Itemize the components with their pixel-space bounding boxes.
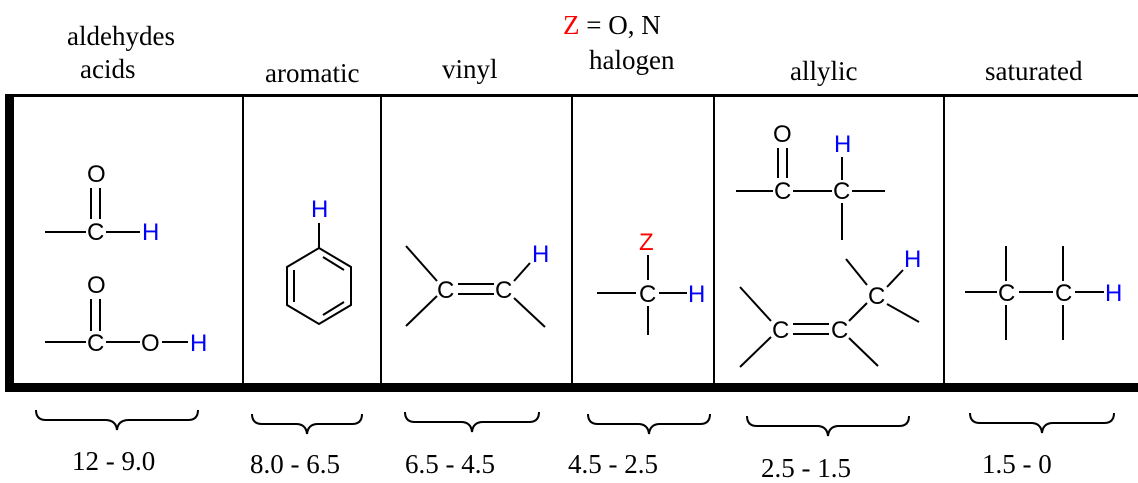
vinyl-bond-ll xyxy=(405,295,438,327)
column-headers: aldehydes acids aromatic vinyl Z = O, N … xyxy=(67,10,1083,88)
allylic-h-atom-2: H xyxy=(904,246,921,273)
shift-ranges: 12 - 9.0 8.0 - 6.5 6.5 - 4.5 4.5 - 2.5 2… xyxy=(72,446,1052,483)
brace-aldehydes-acids xyxy=(35,409,199,431)
allylic-o-atom: O xyxy=(773,121,792,148)
allylic-c-atom-1: C xyxy=(774,178,791,205)
brace-halogen xyxy=(587,413,711,435)
shift-table xyxy=(5,94,1138,392)
allylic-c-atom-2: C xyxy=(833,178,850,205)
aromatic-h-atom: H xyxy=(311,196,328,223)
left-thick-edge xyxy=(5,94,14,392)
aldehyde-structure: O C H xyxy=(45,161,159,246)
allylic-c5-upleft-bond xyxy=(845,258,868,286)
brace-vinyl xyxy=(404,411,540,433)
allylic-c-atom-3: C xyxy=(772,317,789,344)
range-allylic: 2.5 - 1.5 xyxy=(761,453,851,483)
header-halogen: halogen xyxy=(589,45,675,75)
brace-allylic xyxy=(746,415,910,437)
header-aromatic: aromatic xyxy=(265,58,359,88)
aldehyde-o-atom: O xyxy=(87,161,106,188)
range-aromatic: 8.0 - 6.5 xyxy=(250,449,340,479)
allylic-alkene-bond-ll xyxy=(739,336,772,368)
braces xyxy=(35,409,1115,437)
vinyl-bond-ul xyxy=(405,245,438,282)
saturated-h-atom: H xyxy=(1105,280,1122,307)
acid-o-atom: O xyxy=(141,330,160,357)
acid-structure: O C O H xyxy=(45,272,207,357)
acid-c-atom: C xyxy=(87,330,104,357)
header-allylic: allylic xyxy=(790,56,857,86)
halogen-c-atom: C xyxy=(639,281,656,308)
vinyl-h-atom: H xyxy=(532,241,549,268)
range-saturated: 1.5 - 0 xyxy=(982,449,1052,479)
allylic-carbonyl-structure: O C C H xyxy=(736,121,885,240)
header-saturated: saturated xyxy=(985,56,1083,86)
vinyl-structure: C C H xyxy=(405,241,549,328)
saturated-c-atom-2: C xyxy=(1055,280,1072,307)
benzene-inner-bond-2 xyxy=(322,301,345,316)
allylic-alkene-structure: C C C H xyxy=(739,246,921,368)
allylic-c5-right-bond xyxy=(886,303,920,323)
benzene-structure: H xyxy=(286,196,352,326)
allylic-bond-lr xyxy=(848,337,879,367)
halogen-h-atom: H xyxy=(688,281,705,308)
allylic-h-atom-1: H xyxy=(834,131,851,158)
halogen-z-atom: Z xyxy=(639,229,654,256)
halogen-structure: Z C H xyxy=(597,229,705,335)
range-halogen: 4.5 - 2.5 xyxy=(568,449,658,479)
vinyl-c-atom-1: C xyxy=(437,277,454,304)
header-vinyl: vinyl xyxy=(442,54,498,84)
aldehyde-c-atom: C xyxy=(87,219,104,246)
benzene-inner-bond-1 xyxy=(322,256,345,271)
header-acids: acids xyxy=(80,54,135,84)
vinyl-ch-bond xyxy=(513,262,531,282)
allylic-ch-bond-2 xyxy=(886,269,904,288)
allylic-c-atom-5: C xyxy=(868,283,885,310)
brace-aromatic xyxy=(251,413,363,435)
allylic-cc-up-bond xyxy=(848,302,868,322)
vinyl-c-atom-2: C xyxy=(495,277,512,304)
acid-h-atom: H xyxy=(190,330,207,357)
acid-o-atom-top: O xyxy=(87,272,106,299)
header-aldehydes: aldehydes xyxy=(67,21,175,51)
aldehyde-h-atom: H xyxy=(142,219,159,246)
z-note-rest: = O, N xyxy=(580,10,661,40)
saturated-c-atom-1: C xyxy=(998,280,1015,307)
z-symbol: Z xyxy=(563,10,580,40)
range-aldehydes-acids: 12 - 9.0 xyxy=(72,446,155,476)
saturated-structure: C C H xyxy=(965,246,1122,340)
brace-saturated xyxy=(969,412,1115,434)
allylic-alkene-bond-ul xyxy=(739,286,772,322)
benzene-ring xyxy=(286,246,352,326)
bottom-thick-edge xyxy=(5,383,1138,392)
range-vinyl: 6.5 - 4.5 xyxy=(405,449,495,479)
vinyl-bond-lr xyxy=(513,297,546,328)
allylic-c-atom-4: C xyxy=(831,317,848,344)
header-z-note: Z = O, N xyxy=(563,10,661,40)
